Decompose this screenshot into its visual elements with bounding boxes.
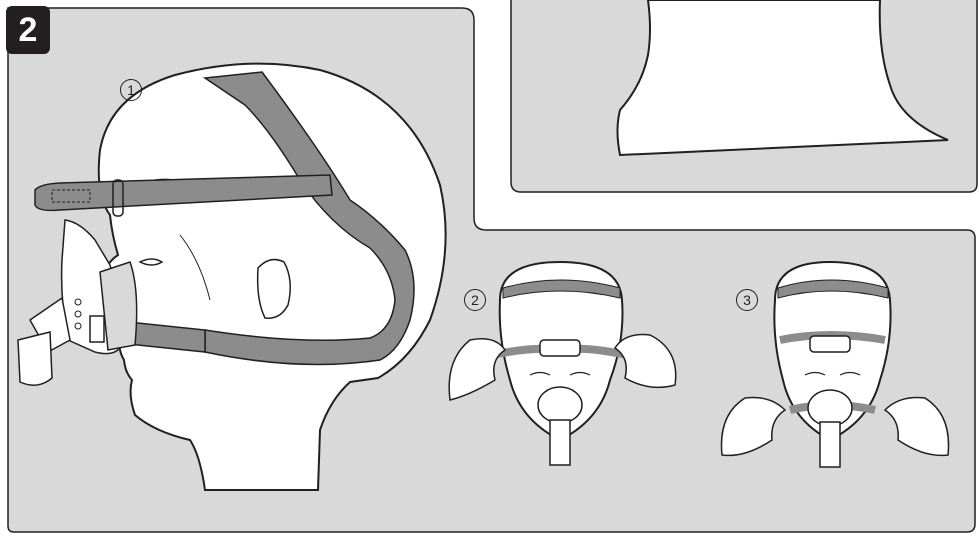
substep-2-marker: 2 <box>464 289 486 311</box>
step-number-badge: 2 <box>6 6 50 54</box>
substep-1-marker: 1 <box>120 79 142 101</box>
substep-3-marker: 3 <box>736 289 758 311</box>
